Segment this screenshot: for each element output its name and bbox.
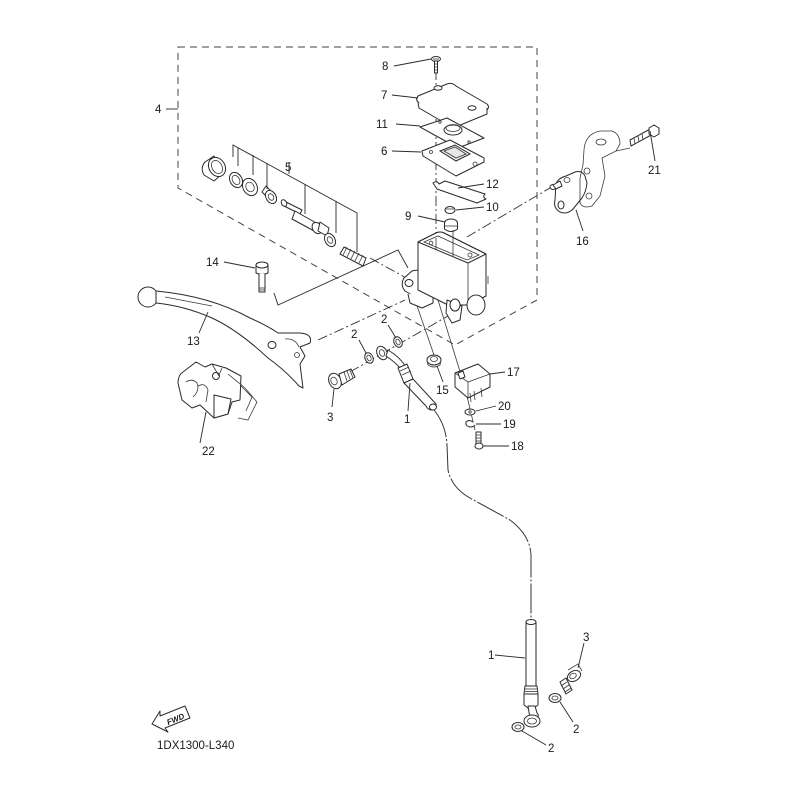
part-cap-plate-11[interactable] [419,117,485,149]
callout-9[interactable]: 9 [405,211,411,223]
brake-hose-path [433,409,532,620]
part-master-cylinder-body[interactable] [401,230,489,324]
callout-17[interactable]: 17 [507,367,520,379]
part-boot-9[interactable] [444,218,458,232]
part-label-sheet-12[interactable] [432,180,487,204]
part-gasket-2-lower-right[interactable] [548,693,562,703]
callout-1a[interactable]: 1 [404,414,410,426]
callout-10[interactable]: 10 [486,202,499,214]
part-gasket-2-lower-bottom[interactable] [511,722,525,732]
part-reservoir-cap-7[interactable] [416,82,489,128]
callout-6[interactable]: 6 [381,146,387,158]
callout-21[interactable]: 21 [648,165,661,177]
part-union-bolt-3-upper[interactable] [326,368,356,391]
callout-4[interactable]: 4 [155,104,162,116]
callout-19[interactable]: 19 [503,419,516,431]
callout-18[interactable]: 18 [511,441,524,453]
part-switch-housing-22[interactable] [177,361,258,421]
callout-15[interactable]: 15 [436,385,449,397]
callout-8[interactable]: 8 [382,61,388,73]
part-piston-kit-5[interactable] [201,144,367,267]
callout-2c[interactable]: 2 [573,724,579,736]
part-holder-16[interactable] [549,171,588,214]
callout-11[interactable]: 11 [376,119,388,131]
part-screw-18[interactable] [474,431,484,450]
callout-22[interactable]: 22 [202,446,215,458]
assembly-boundary [177,46,538,346]
fwd-arrow-icon: FWD [151,705,191,733]
part-screw-8[interactable] [431,56,441,74]
part-bracket-bolt-21[interactable] [629,124,660,147]
part-washer-20[interactable] [464,408,476,416]
callout-14[interactable]: 14 [206,257,219,269]
part-diaphragm-6[interactable] [421,139,485,177]
diagram-code: 1DX1300-L340 [157,740,234,752]
callout-3b[interactable]: 3 [583,632,589,644]
callout-13[interactable]: 13 [187,336,200,348]
callout-2b[interactable]: 2 [351,329,357,341]
part-gasket-2-upper-left[interactable] [363,351,375,364]
callout-20[interactable]: 20 [498,401,511,413]
callout-labels: 8 7 11 6 12 10 9 4 5 14 13 22 21 16 2 2 … [155,61,661,755]
part-brake-lever-13[interactable] [137,286,311,389]
part-brake-hose-1-lower[interactable] [523,619,541,728]
part-gasket-2-upper-right[interactable] [392,335,404,348]
part-brake-hose-1-upper[interactable] [375,345,437,411]
part-brake-switch-17[interactable] [454,363,491,403]
part-circlip-10[interactable] [444,206,456,214]
part-union-bolt-3-lower[interactable] [559,663,583,695]
part-handlebar-bracket[interactable] [579,130,631,208]
callout-5[interactable]: 5 [285,162,291,174]
callout-16[interactable]: 16 [576,236,589,248]
part-nut-15[interactable] [426,354,442,368]
callout-2d[interactable]: 2 [548,743,554,755]
callout-12[interactable]: 12 [486,179,499,191]
part-lever-bolt-14[interactable] [255,261,269,293]
callout-3a[interactable]: 3 [327,412,333,424]
callout-7[interactable]: 7 [381,90,387,102]
callout-2a[interactable]: 2 [381,314,387,326]
callout-leaders [166,58,656,746]
callout-1b[interactable]: 1 [488,650,494,662]
part-spring-washer-19[interactable] [465,420,476,428]
